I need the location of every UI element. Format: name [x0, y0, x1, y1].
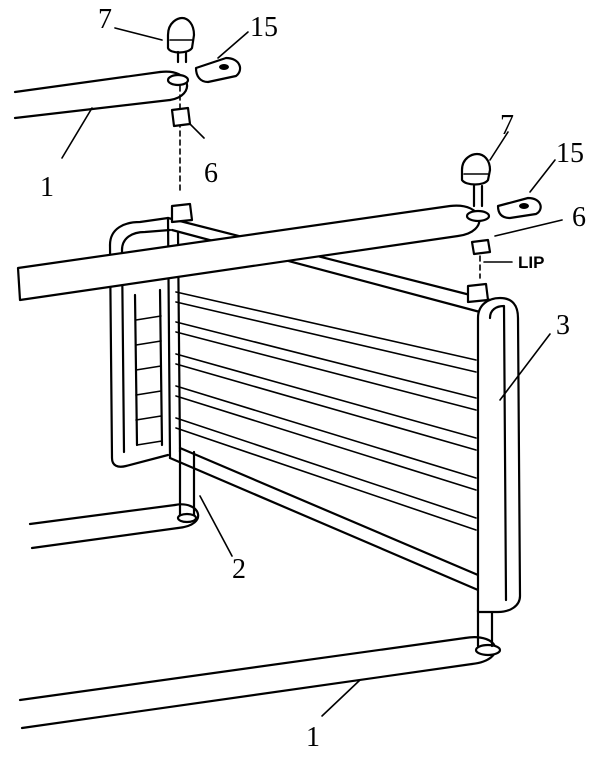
lower-left-rail-stub [28, 503, 200, 550]
label-lip: LIP [518, 253, 544, 272]
label-clip-left: 15 [250, 12, 278, 43]
label-post-left: 2 [232, 554, 246, 585]
label-rail-top-left: 1 [40, 172, 54, 203]
upper-left-rail [13, 70, 190, 120]
right-post [476, 608, 494, 648]
label-cap-right: 7 [500, 110, 514, 141]
label-insert-right: 6 [572, 202, 586, 233]
panel-body [166, 216, 492, 592]
left-hardware [166, 16, 242, 224]
label-panel-end: 3 [556, 310, 570, 341]
right-hardware [460, 152, 542, 304]
label-clip-right: 15 [556, 138, 584, 169]
bottom-rail [18, 636, 502, 730]
left-post [176, 448, 198, 524]
panel-right-frame [476, 296, 522, 614]
upper-right-rail [16, 204, 491, 302]
label-rail-bottom: 1 [306, 722, 320, 753]
callout-leaders [61, 27, 563, 717]
label-cap-left: 7 [98, 4, 112, 35]
callout-labels: 7 15 1 6 7 15 6 LIP 3 2 1 [40, 4, 586, 753]
label-insert-left: 6 [204, 158, 218, 189]
